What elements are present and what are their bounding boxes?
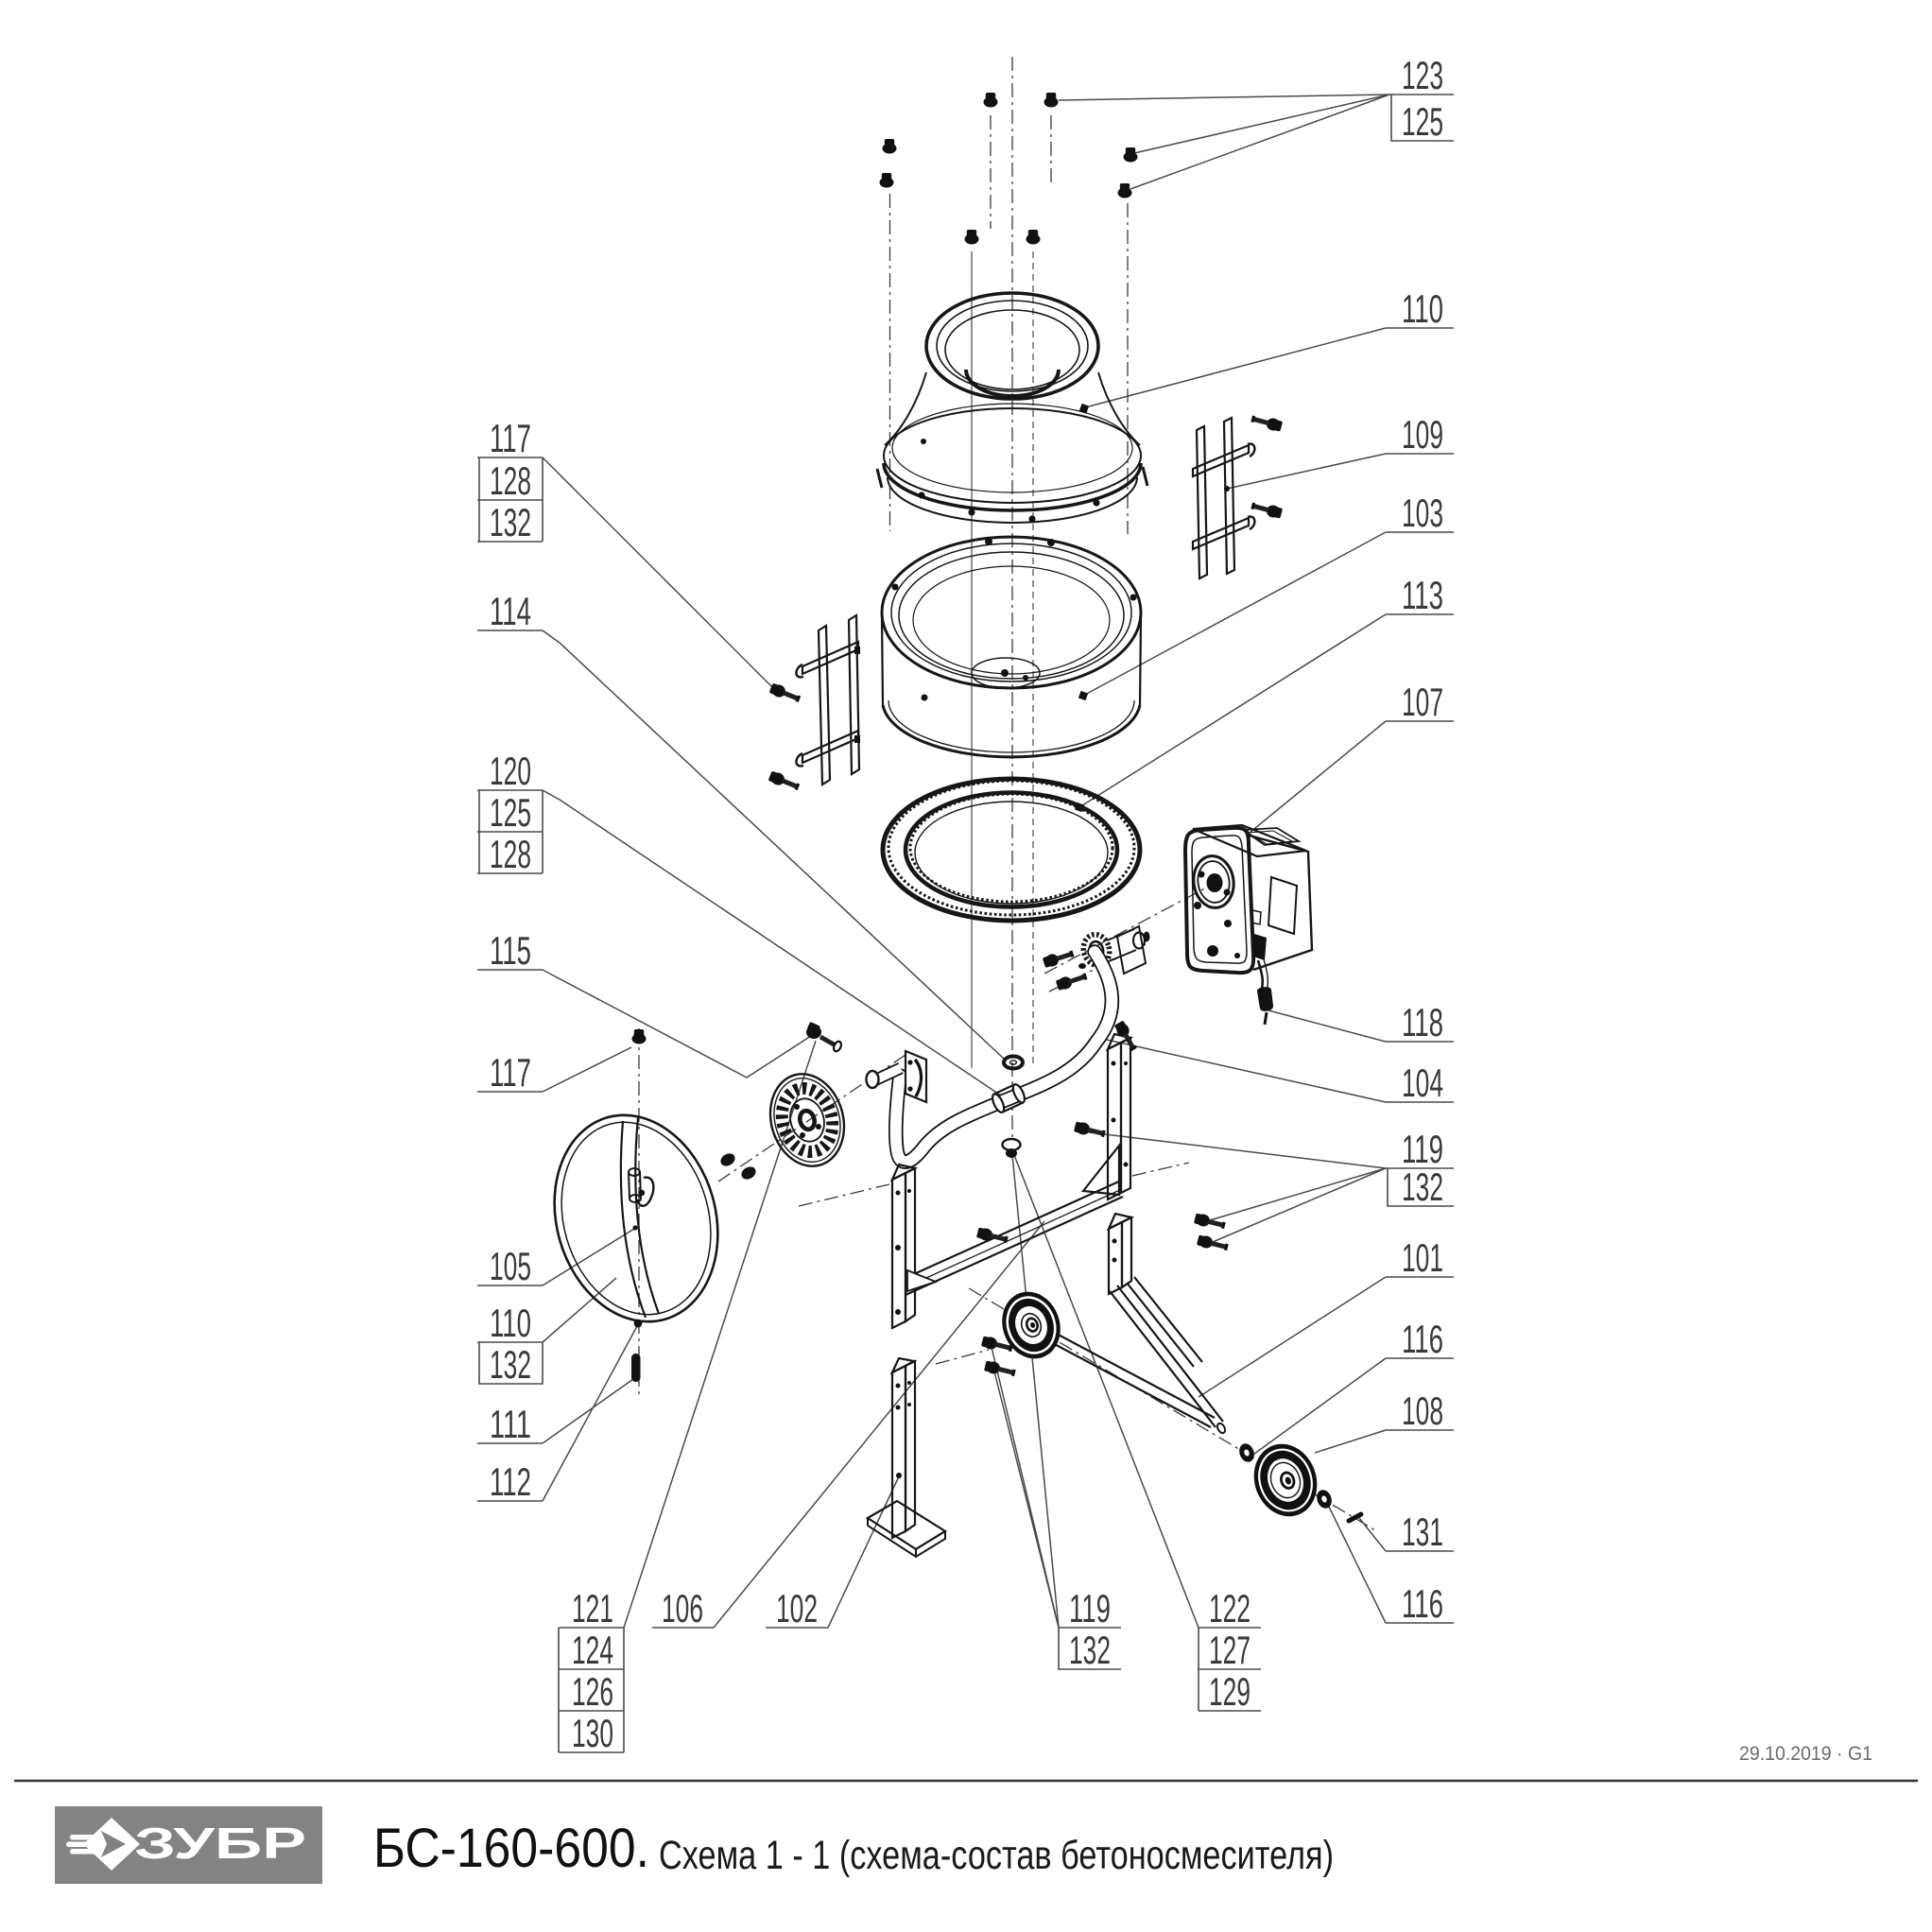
svg-text:128: 128 [490, 832, 531, 876]
svg-text:123: 123 [1402, 53, 1443, 97]
svg-text:115: 115 [490, 928, 531, 973]
svg-text:112: 112 [490, 1459, 531, 1504]
svg-text:111: 111 [490, 1402, 531, 1446]
svg-text:106: 106 [662, 1586, 703, 1630]
svg-text:109: 109 [1402, 412, 1443, 457]
svg-text:121: 121 [572, 1586, 613, 1630]
svg-text:132: 132 [1069, 1628, 1111, 1672]
svg-text:101: 101 [1402, 1235, 1443, 1280]
svg-text:110: 110 [490, 1301, 531, 1345]
svg-text:128: 128 [490, 458, 531, 503]
svg-text:119: 119 [1402, 1127, 1443, 1171]
svg-text:130: 130 [572, 1711, 613, 1755]
svg-text:107: 107 [1402, 680, 1443, 724]
svg-text:132: 132 [490, 1342, 531, 1387]
svg-text:132: 132 [1402, 1164, 1443, 1209]
svg-text:113: 113 [1402, 573, 1443, 617]
svg-text:118: 118 [1402, 1000, 1443, 1044]
svg-text:114: 114 [490, 589, 531, 633]
svg-text:116: 116 [1402, 1317, 1443, 1361]
svg-text:124: 124 [572, 1628, 613, 1672]
svg-text:126: 126 [572, 1669, 613, 1714]
svg-text:103: 103 [1402, 491, 1443, 535]
svg-text:ЗУБР: ЗУБР [134, 1819, 306, 1868]
svg-text:117: 117 [490, 1050, 531, 1095]
svg-text:125: 125 [490, 790, 531, 835]
svg-text:БС-160-600.: БС-160-600. [373, 1818, 649, 1879]
svg-text:132: 132 [490, 500, 531, 544]
svg-text:117: 117 [490, 416, 531, 460]
svg-text:131: 131 [1402, 1509, 1443, 1554]
svg-text:102: 102 [776, 1586, 818, 1630]
svg-text:120: 120 [490, 749, 531, 793]
svg-text:127: 127 [1209, 1628, 1251, 1672]
svg-text:119: 119 [1069, 1586, 1111, 1630]
svg-text:122: 122 [1209, 1586, 1251, 1630]
svg-text:29.10.2019 · G1: 29.10.2019 · G1 [1739, 1742, 1872, 1765]
svg-text:Схема 1 - 1 (схема-состав бето: Схема 1 - 1 (схема-состав бетоносмесител… [659, 1833, 1334, 1878]
svg-text:110: 110 [1402, 286, 1443, 331]
svg-text:125: 125 [1402, 99, 1443, 144]
svg-text:105: 105 [490, 1244, 531, 1288]
svg-text:104: 104 [1402, 1061, 1443, 1105]
svg-text:129: 129 [1209, 1669, 1251, 1714]
svg-text:116: 116 [1402, 1581, 1443, 1626]
svg-text:108: 108 [1402, 1389, 1443, 1433]
